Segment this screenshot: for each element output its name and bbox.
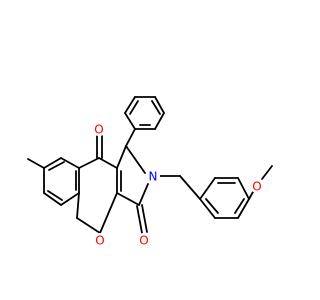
- ring-bond: [78, 157, 100, 169]
- benzo-bond: [60, 192, 80, 206]
- atom-o-ketone-label: O: [94, 123, 103, 137]
- lactam-carbonyl-bond: [136, 205, 143, 234]
- lactam-ring-bond: [125, 145, 146, 174]
- ring-bond: [99, 192, 118, 234]
- atom-n-ring: N: [146, 169, 160, 184]
- phenyl-bond: [124, 96, 136, 114]
- atom-o-lactam: O: [137, 233, 151, 248]
- ring-bond: [98, 157, 118, 169]
- aryl-bond: [199, 177, 216, 200]
- molecule-structure: O N O O O: [27, 96, 273, 248]
- bond-lines: [27, 96, 273, 234]
- lactam-ring-bond: [138, 183, 149, 206]
- methoxy-bond: [261, 165, 273, 180]
- atom-o-pyran-label: O: [95, 234, 104, 248]
- atom-n-ring-label: N: [149, 170, 158, 184]
- lactam-carbonyl-bond: [141, 204, 148, 233]
- atom-o-methoxy: O: [250, 179, 264, 194]
- benzo-bond: [43, 192, 62, 206]
- methyl-bond: [27, 158, 45, 169]
- aryl-bond: [237, 198, 250, 219]
- aryl-bond: [199, 198, 216, 219]
- atom-o-ketone: O: [92, 122, 106, 137]
- ring-bond: [76, 192, 80, 219]
- phenyl-bond: [124, 112, 136, 130]
- phenyl-bond: [154, 112, 165, 130]
- ring-bond: [76, 217, 101, 234]
- atom-o-lactam-label: O: [139, 234, 148, 248]
- atom-o-pyran: O: [93, 233, 107, 248]
- lactam-ring-bond: [116, 145, 127, 169]
- benzo-inner-bond: [47, 190, 63, 201]
- lactam-ring-bond: [116, 192, 140, 206]
- aryl-inner-bond: [234, 198, 245, 214]
- ethyl-bond: [179, 175, 201, 200]
- atom-o-methoxy-label: O: [252, 180, 261, 194]
- methoxy-bond: [248, 191, 254, 200]
- phenyl-inner-bond: [129, 100, 139, 115]
- aryl-bond: [237, 177, 250, 200]
- benzo-bond: [60, 157, 80, 169]
- phenyl-bond: [125, 128, 136, 147]
- aryl-inner-bond: [205, 198, 219, 214]
- phenyl-bond: [154, 96, 165, 114]
- benzo-inner-bond: [48, 161, 65, 171]
- phenyl-inner-bond: [151, 100, 161, 115]
- benzo-bond: [43, 157, 62, 169]
